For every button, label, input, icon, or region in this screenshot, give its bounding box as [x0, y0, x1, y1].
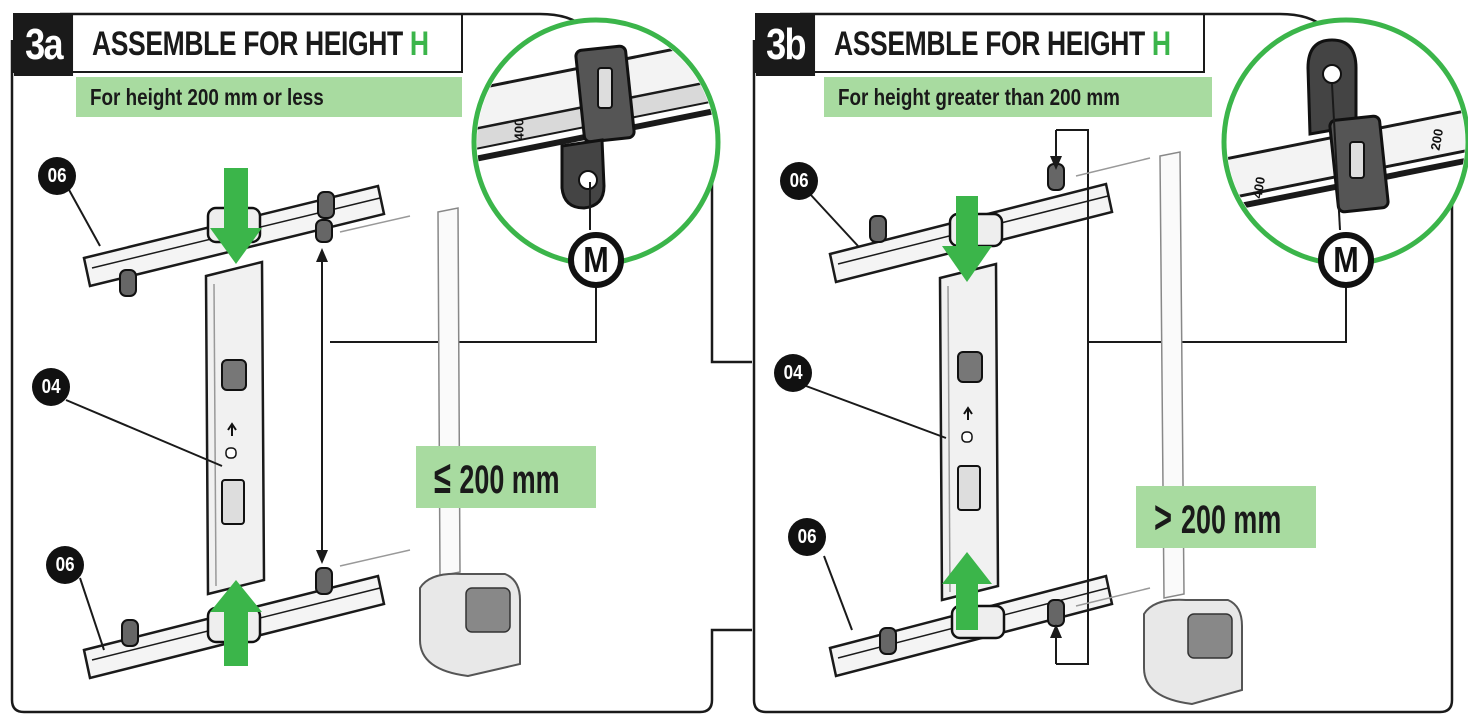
callout-06-top-3b: 06 — [780, 162, 818, 200]
detail-circle-3a — [471, 17, 721, 267]
wall-plate-3b — [938, 262, 1000, 602]
height-dimension-bracket-3b — [1050, 129, 1151, 665]
height-dimension-arrow-3a — [316, 215, 411, 567]
panel-3b-artwork — [752, 12, 1468, 714]
callout-04-3b: 04 — [774, 354, 812, 392]
callout-06-top-3a: 06 — [38, 157, 76, 195]
insert-arrow-down-3b — [942, 196, 992, 282]
soundbar-tv-profile-3b — [1143, 151, 1243, 706]
callout-06-bottom-3a: 06 — [46, 546, 84, 584]
detail-circle-3b — [1221, 17, 1468, 267]
step-title-3b: ASSEMBLE FOR HEIGHT H — [834, 25, 1171, 63]
step-title-3a: ASSEMBLE FOR HEIGHT H — [92, 25, 429, 63]
height-measure-3a: ≤200 mm — [416, 446, 596, 508]
step-subtitle-3a: For height 200 mm or less — [76, 77, 462, 117]
callout-06-bottom-3b: 06 — [788, 518, 826, 556]
detail-label-m-3b: M — [1318, 232, 1374, 288]
step-subtitle-3b: For height greater than 200 mm — [824, 77, 1212, 117]
panel-3a-artwork — [10, 12, 752, 714]
step-badge-3a: 3a — [14, 14, 74, 76]
soundbar-tv-profile-3a — [419, 207, 521, 678]
wall-plate-3a — [204, 260, 266, 596]
detail-label-m-3a: M — [568, 232, 624, 288]
panel-3b: 3b ASSEMBLE FOR HEIGHT H For height grea… — [740, 0, 1468, 721]
callout-04-3a: 04 — [32, 368, 70, 406]
insert-arrow-down-3a — [210, 168, 262, 264]
step-badge-3b: 3b — [756, 14, 816, 76]
panel-3a: 3a ASSEMBLE FOR HEIGHT H For height 200 … — [0, 0, 752, 721]
insert-arrow-up-3a — [210, 580, 262, 666]
detail-scale-label-3a: 400 — [511, 118, 527, 141]
height-measure-3b: >200 mm — [1136, 486, 1316, 548]
insert-arrow-up-3b — [942, 552, 992, 630]
